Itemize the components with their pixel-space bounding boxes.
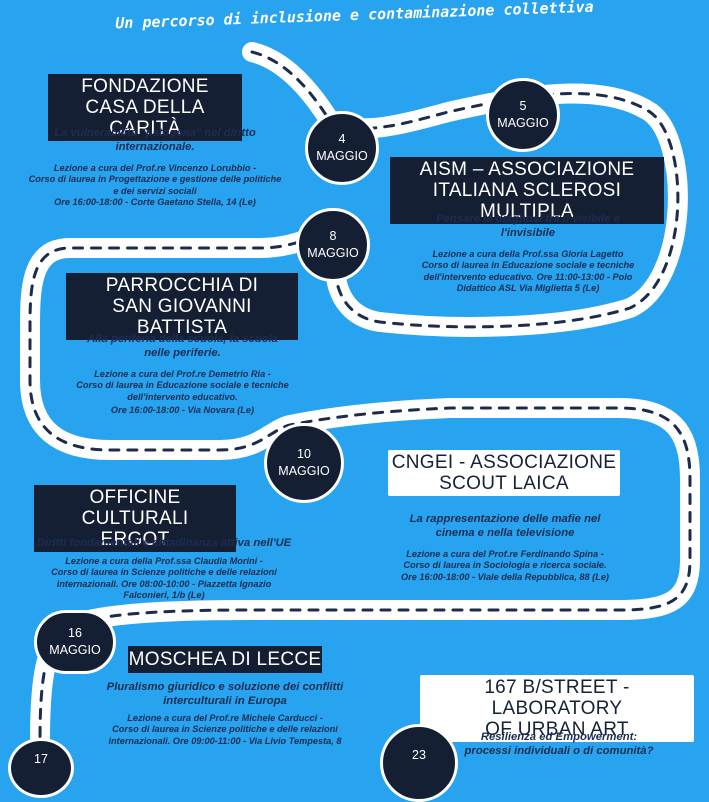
event-4-details: Diritti fondamentali e cittadinanza atti… [36,537,292,601]
event-3-date-badge: 8 MAGGIO [296,208,370,282]
event-8-date-badge: 23 [380,724,458,802]
event-7-date-badge: 17 [8,738,74,798]
event-8-details: Resilienza ed Empowerment: processi indi… [464,731,654,757]
event-4-date-badge: 10 MAGGIO [264,423,344,503]
event-1-details: La vulnerabilità "patogena" nel diritto … [28,127,282,208]
event-8-venue: 167 B/STREET - LABORATORY OF URBAN ART [420,675,694,742]
event-5-details: La rappresentazione delle mafie nel cine… [401,513,609,582]
event-6-details: Pluralismo giuridico e soluzione dei con… [106,681,344,746]
event-2-venue: AISM – ASSOCIAZIONE ITALIANA SCLEROSI MU… [390,157,664,224]
event-1-date-badge: 4 MAGGIO [305,111,379,185]
event-6-date-badge: 16 MAGGIO [34,610,116,674]
event-1-venue: FONDAZIONE CASA DELLA CARITÀ [48,74,242,141]
event-2-date-badge: 5 MAGGIO [486,78,560,152]
road-path-artwork [20,42,700,768]
event-2-details: Pensare la diagnosi tra il visibile e l'… [421,213,635,294]
event-3-venue: PARROCCHIA DI SAN GIOVANNI BATTISTA [66,273,298,340]
event-6-venue: MOSCHEA DI LECCE [128,646,322,673]
event-5-venue: CNGEI - ASSOCIAZIONE SCOUT LAICA [388,450,620,496]
event-4-venue: OFFICINE CULTURALI ERGOT [34,485,236,552]
event-3-details: Alla periferia della scuola, la scuola n… [76,333,289,416]
